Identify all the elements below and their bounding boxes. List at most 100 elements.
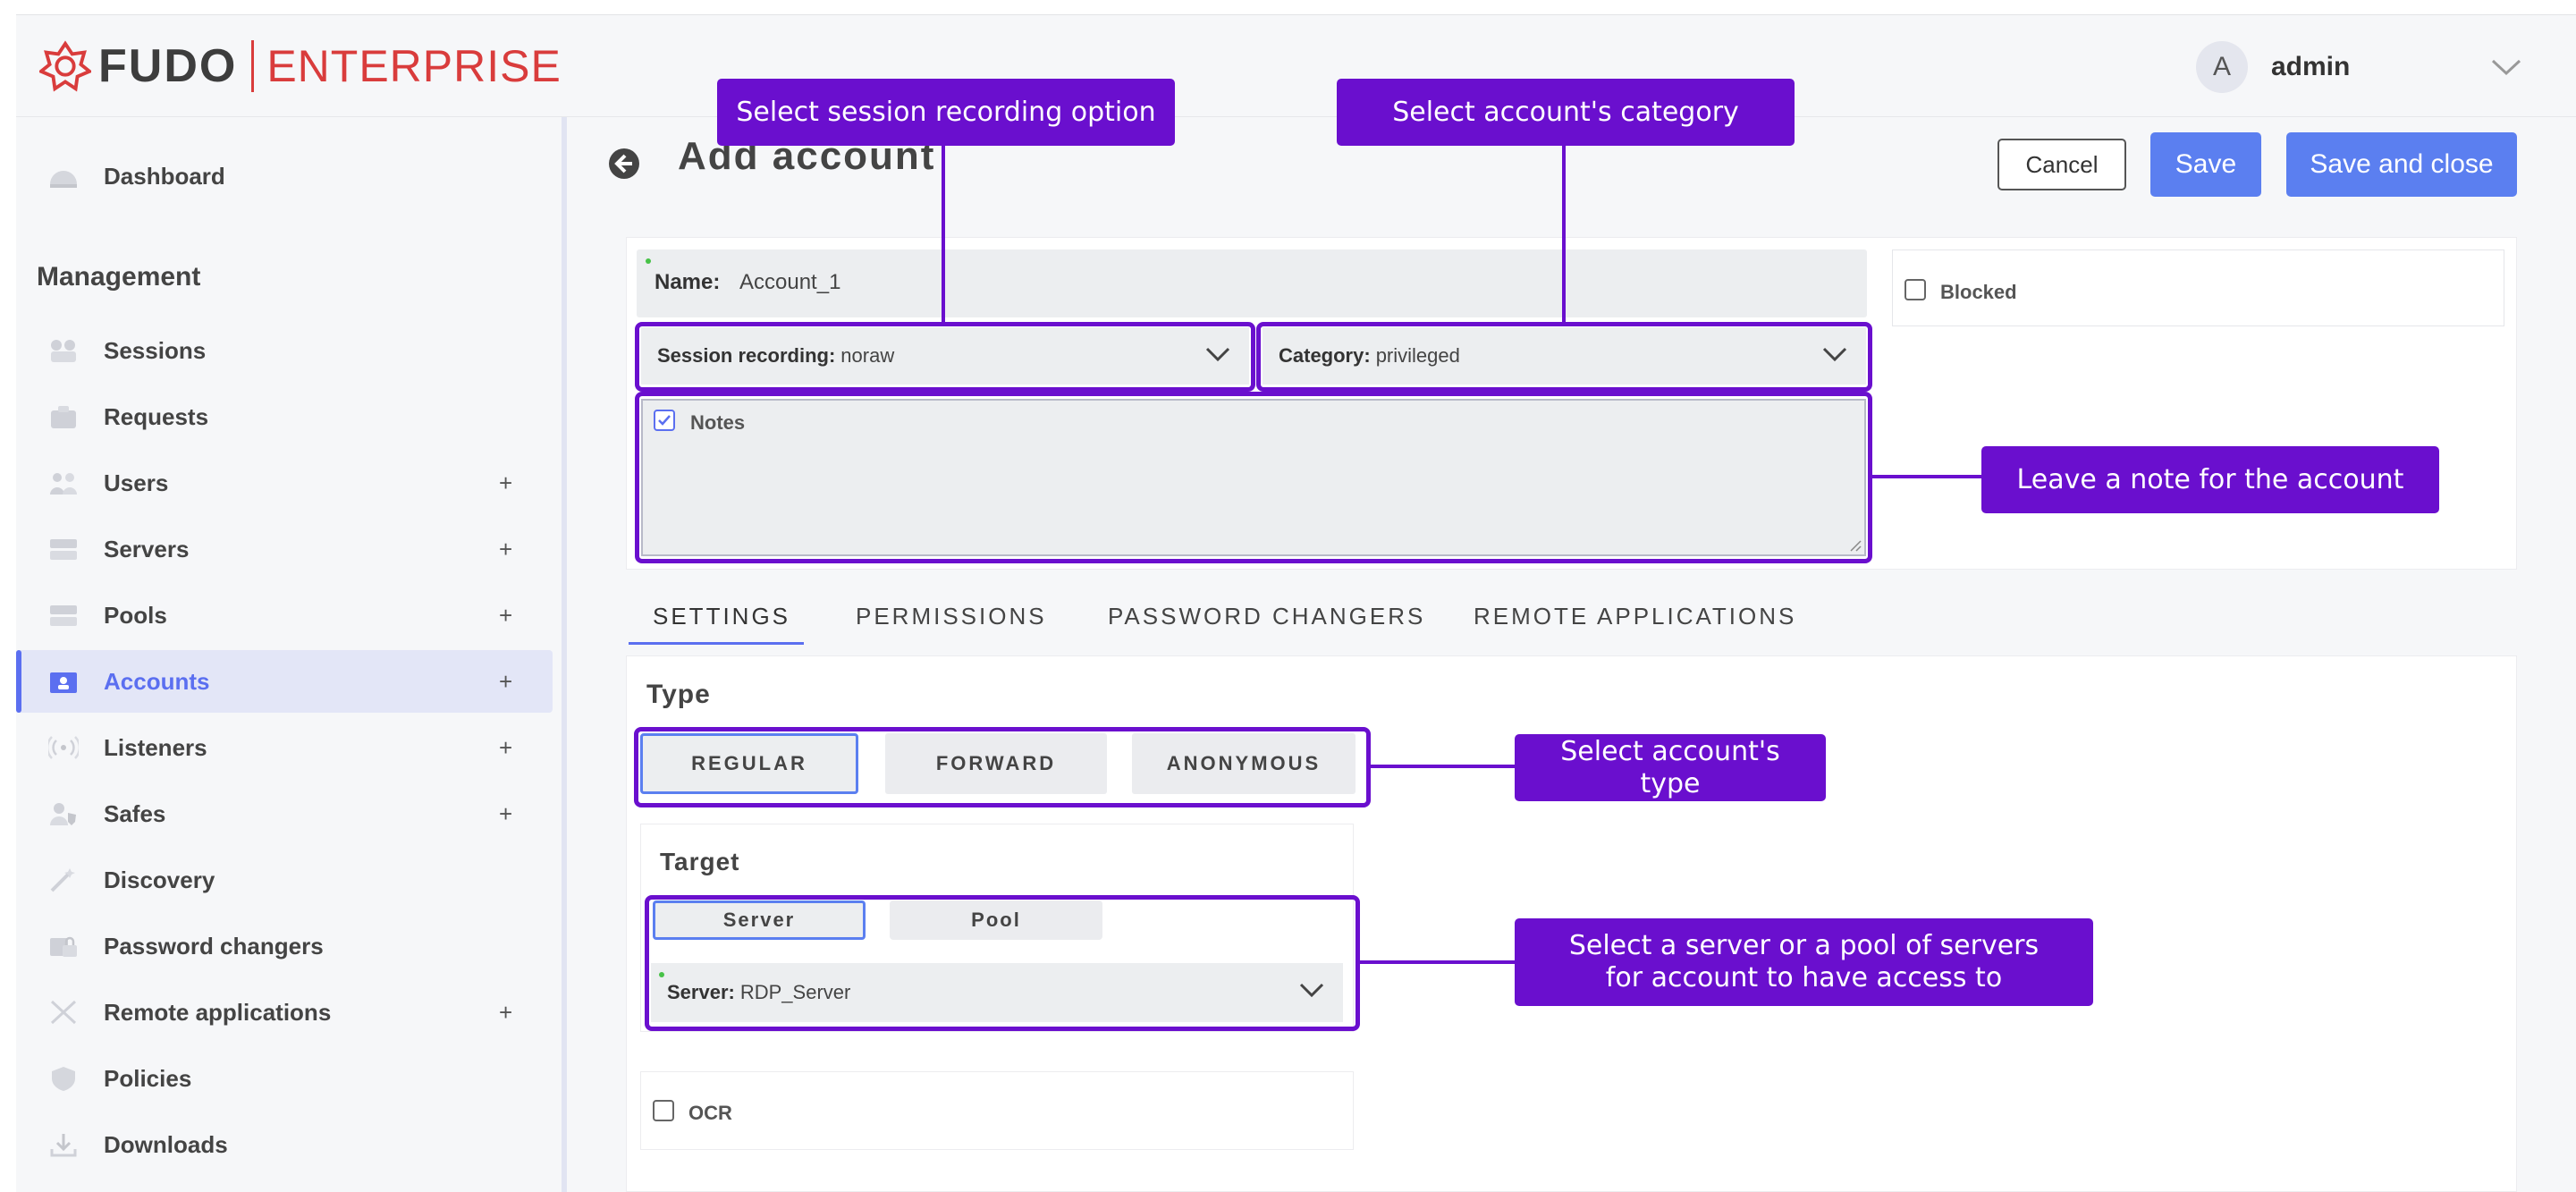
chevron-down-icon[interactable] bbox=[1204, 345, 1231, 363]
add-safe-icon[interactable]: + bbox=[499, 799, 513, 827]
required-indicator bbox=[659, 972, 664, 977]
chevron-down-icon[interactable] bbox=[2490, 57, 2522, 77]
add-remote-application-icon[interactable]: + bbox=[499, 998, 513, 1026]
callout-target-line1: Select a server or a pool of servers bbox=[1568, 930, 2040, 961]
sidebar-item-safes[interactable]: Safes + bbox=[16, 782, 553, 845]
sidebar-item-policies[interactable]: Policies bbox=[16, 1047, 553, 1110]
type-anonymous-button[interactable]: ANONYMOUS bbox=[1132, 733, 1356, 794]
sidebar-item-pools[interactable]: Pools + bbox=[16, 584, 553, 647]
sidebar-divider bbox=[562, 117, 567, 1192]
blocked-checkbox[interactable] bbox=[1905, 279, 1926, 300]
downloads-icon bbox=[50, 1134, 77, 1157]
notes-textarea[interactable] bbox=[641, 399, 1866, 556]
sidebar-item-listeners[interactable]: Listeners + bbox=[16, 716, 553, 779]
sidebar-item-downloads[interactable]: Downloads bbox=[16, 1113, 553, 1176]
sidebar-item-servers[interactable]: Servers + bbox=[16, 518, 553, 580]
add-pool-icon[interactable]: + bbox=[499, 601, 513, 629]
type-regular-button[interactable]: REGULAR bbox=[640, 733, 858, 794]
server-value: RDP_Server bbox=[739, 981, 851, 1003]
sidebar-item-label: Pools bbox=[104, 601, 167, 629]
name-field[interactable] bbox=[637, 249, 1867, 317]
brand-edition: ENTERPRISE bbox=[266, 41, 562, 91]
add-user-icon[interactable]: + bbox=[499, 469, 513, 496]
required-indicator bbox=[646, 258, 651, 264]
ocr-checkbox[interactable] bbox=[653, 1100, 674, 1121]
sidebar-item-label: Discovery bbox=[104, 866, 215, 893]
blocked-option bbox=[1892, 249, 2504, 326]
callout-connector bbox=[1371, 765, 1518, 768]
type-highlight bbox=[634, 727, 1371, 807]
add-account-icon[interactable]: + bbox=[499, 667, 513, 695]
safes-icon bbox=[50, 803, 76, 825]
tab-permissions[interactable]: PERMISSIONS bbox=[856, 603, 1047, 630]
save-button[interactable]: Save bbox=[2150, 132, 2261, 197]
callout-connector bbox=[942, 144, 945, 323]
blocked-label: Blocked bbox=[1940, 281, 2017, 303]
category-label: Category: bbox=[1279, 344, 1371, 367]
logo[interactable]: FUDO ENTERPRISE bbox=[39, 37, 562, 96]
sidebar-section-title: Management bbox=[37, 262, 201, 292]
sidebar-item-sessions[interactable]: Sessions bbox=[16, 319, 553, 382]
type-title: Type bbox=[646, 680, 711, 709]
cancel-button[interactable]: Cancel bbox=[1997, 139, 2126, 190]
notes-label: Notes bbox=[690, 411, 746, 434]
active-tab-indicator bbox=[629, 642, 804, 645]
sidebar-item-label: Safes bbox=[104, 799, 166, 827]
session-recording-select[interactable]: Session recording: noraw bbox=[641, 327, 1249, 385]
sidebar-item-label: Servers bbox=[104, 535, 190, 562]
back-icon[interactable] bbox=[608, 148, 640, 180]
avatar[interactable]: A bbox=[2196, 41, 2248, 93]
sidebar-item-label: Accounts bbox=[104, 667, 210, 695]
type-forward-button[interactable]: FORWARD bbox=[885, 733, 1107, 794]
category-select[interactable]: Category: privileged bbox=[1263, 327, 1866, 385]
pools-icon bbox=[50, 605, 77, 626]
sessions-icon bbox=[51, 340, 76, 362]
callout-note: Leave a note for the account bbox=[1981, 446, 2439, 513]
sidebar-item-label: Password changers bbox=[104, 932, 324, 960]
listeners-icon bbox=[48, 736, 79, 759]
add-server-icon[interactable]: + bbox=[499, 535, 513, 562]
chevron-down-icon[interactable] bbox=[1821, 345, 1848, 363]
sidebar-item-dashboard[interactable]: Dashboard bbox=[16, 145, 553, 207]
name-input[interactable]: Account_1 bbox=[739, 270, 841, 294]
sidebar-item-users[interactable]: Users + bbox=[16, 452, 553, 514]
callout-target-line2: for account to have access to bbox=[1605, 962, 2003, 993]
save-and-close-button[interactable]: Save and close bbox=[2286, 132, 2517, 197]
session-recording-highlight bbox=[635, 322, 1255, 392]
accounts-icon bbox=[50, 672, 77, 693]
requests-icon bbox=[51, 406, 76, 428]
sidebar-item-label: Listeners bbox=[104, 733, 207, 761]
sidebar-item-label: Policies bbox=[104, 1064, 192, 1092]
target-server-button[interactable]: Server bbox=[653, 900, 866, 940]
chevron-down-icon[interactable] bbox=[1298, 981, 1325, 999]
add-listener-icon[interactable]: + bbox=[499, 733, 513, 761]
server-select[interactable]: Server: RDP_Server bbox=[651, 963, 1343, 1022]
tab-settings[interactable]: SETTINGS bbox=[653, 603, 791, 630]
sidebar-item-remote-applications[interactable]: Remote applications + bbox=[16, 981, 553, 1044]
notes-checkbox[interactable] bbox=[654, 410, 675, 431]
target-title: Target bbox=[660, 848, 740, 875]
notes-highlight bbox=[635, 392, 1872, 563]
brand-name: FUDO bbox=[98, 40, 238, 92]
servers-icon bbox=[50, 539, 77, 560]
resize-grip-icon[interactable] bbox=[1847, 537, 1862, 552]
remote-applications-icon bbox=[50, 1000, 77, 1025]
name-label: Name: bbox=[655, 270, 721, 294]
callout-connector bbox=[1360, 960, 1518, 964]
user-menu[interactable]: A admin bbox=[2196, 40, 2522, 94]
sidebar-item-discovery[interactable]: Discovery bbox=[16, 849, 553, 911]
sidebar-item-label: Users bbox=[104, 469, 169, 496]
category-highlight bbox=[1256, 322, 1872, 392]
callout-connector bbox=[1872, 475, 1983, 478]
tab-remote-applications[interactable]: REMOTE APPLICATIONS bbox=[1474, 603, 1797, 630]
sidebar-item-accounts[interactable]: Accounts + bbox=[16, 650, 553, 713]
sidebar-item-requests[interactable]: Requests bbox=[16, 385, 553, 448]
password-changers-icon bbox=[50, 936, 77, 957]
top-bar: FUDO ENTERPRISE A admin bbox=[16, 15, 2576, 117]
brand-divider bbox=[251, 40, 255, 92]
tab-password-changers[interactable]: PASSWORD CHANGERS bbox=[1108, 603, 1426, 630]
sidebar-item-password-changers[interactable]: Password changers bbox=[16, 915, 553, 977]
ocr-label: OCR bbox=[688, 1102, 732, 1124]
target-pool-button[interactable]: Pool bbox=[890, 900, 1102, 940]
username[interactable]: admin bbox=[2271, 52, 2351, 81]
